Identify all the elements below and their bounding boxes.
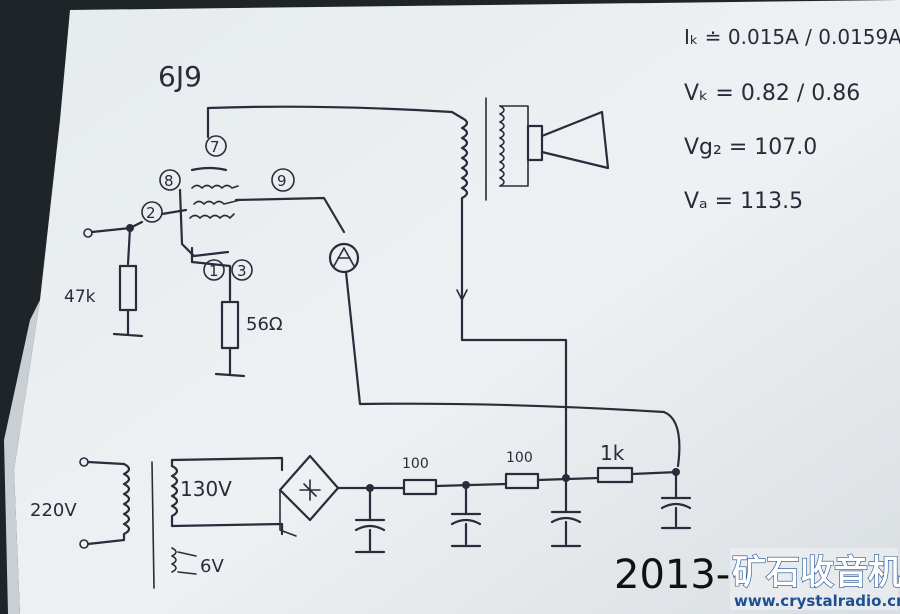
pin-7-label: 7 <box>210 138 220 156</box>
heater-secondary-label: 6V <box>200 556 224 577</box>
watermark-date: 2013- <box>614 552 730 598</box>
watermark-backdrop <box>730 548 898 610</box>
pin-1-label: 1 <box>209 262 219 280</box>
cathode-wire <box>190 246 232 302</box>
grid-resistor-label: 47k <box>64 287 96 307</box>
screen-grid-wire <box>234 196 346 234</box>
bridge-rectifier <box>278 454 340 537</box>
measurement-va: Vₐ = 113.5 <box>684 189 803 214</box>
filter-capacitor-3 <box>550 476 582 548</box>
meter-icon <box>328 242 360 274</box>
watermark-site-name: 矿石收音机 <box>732 553 900 593</box>
pin-8-label: 8 <box>164 172 174 190</box>
mains-voltage-label: 220V <box>30 500 77 521</box>
resistor-1k-label: 1k <box>600 441 625 465</box>
screen-supply-wire <box>344 270 681 468</box>
grid-ground <box>112 308 144 338</box>
rail-segment-2 <box>434 482 508 488</box>
measurement-vk: Vₖ = 0.82 / 0.86 <box>684 81 860 106</box>
input-terminal <box>83 228 93 238</box>
grid-to-tube-wire <box>160 208 188 216</box>
current-arrow <box>456 289 468 301</box>
plate-wire <box>206 105 464 139</box>
filter-capacitor-1 <box>354 486 386 554</box>
speaker-icon <box>526 110 610 170</box>
bridge-lead-top <box>170 456 284 472</box>
hv-secondary-label: 130V <box>180 477 232 501</box>
grid-resistor-lead <box>126 226 132 266</box>
filter-capacitor-2 <box>450 483 482 548</box>
tube-label: 6J9 <box>158 60 202 93</box>
resistor-100-b-label: 100 <box>506 450 533 466</box>
power-transformer <box>79 457 197 589</box>
rail-segment-4 <box>630 470 680 476</box>
tube-6j9: 7 8 9 2 1 3 <box>141 135 295 281</box>
output-transformer-secondary <box>499 105 505 187</box>
measurement-ik: Iₖ ≐ 0.015A / 0.0159A <box>684 25 900 49</box>
resistor-100-a-label: 100 <box>402 456 429 472</box>
paper-curl <box>4 300 40 614</box>
filter-capacitor-4 <box>660 470 692 530</box>
watermark-url: www.crystalradio.cn <box>734 592 900 610</box>
cathode-resistor-label: 56Ω <box>246 314 283 335</box>
cathode-ground <box>214 346 246 378</box>
speaker-leads <box>499 105 529 187</box>
bridge-lead-bottom <box>170 518 284 536</box>
measurement-vg2: Vg₂ = 107.0 <box>684 135 817 160</box>
pin-3-label: 3 <box>237 262 247 280</box>
output-transformer-primary <box>460 116 469 202</box>
pin-2-label: 2 <box>146 204 156 222</box>
pin-9-label: 9 <box>277 172 287 190</box>
